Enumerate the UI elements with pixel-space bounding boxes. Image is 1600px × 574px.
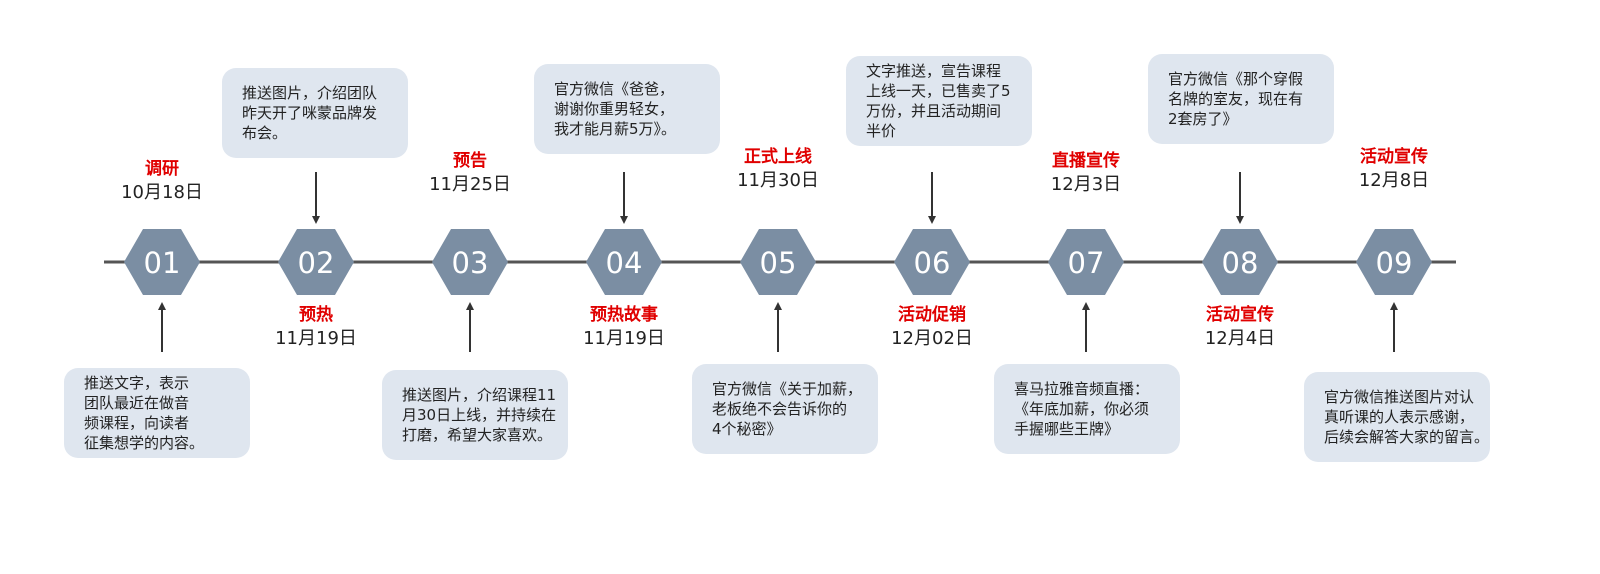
stage-title: 预热 [299,304,333,325]
note-text-line: 手握哪些王牌》 [1014,420,1119,438]
stage-date: 11月30日 [737,170,819,191]
stage-title: 预告 [453,150,487,171]
note-text-line: 文字推送，宣告课程 [866,62,1001,80]
stage-hexagon [1048,229,1124,295]
stage-number: 02 [298,246,335,280]
stage-number: 03 [452,246,489,280]
stage-date: 11月25日 [429,174,511,195]
note-text-line: 推送图片，介绍团队 [242,84,377,102]
note-text-line: 名牌的室友，现在有 [1168,90,1303,108]
stage-hexagon [432,229,508,295]
stage-layer: 01调研10月18日推送文字，表示团队最近在做音频课程，向读者征集想学的内容。0… [64,54,1490,462]
stage-date: 12月3日 [1051,174,1121,195]
note-text-line: 昨天开了咪蒙品牌发 [242,104,377,122]
stage-hexagon [740,229,816,295]
stage-hexagon [894,229,970,295]
note-text-line: 征集想学的内容。 [84,434,204,452]
note-text-line: 官方微信《那个穿假 [1168,70,1303,88]
stage-number: 08 [1222,246,1259,280]
stage-number: 05 [760,246,797,280]
note-text-line: 后续会解答大家的留言。 [1324,428,1489,446]
stage-date: 12月4日 [1205,328,1275,349]
note-box [64,368,250,458]
note-box [222,68,408,158]
timeline-stage: 04 预热故事 11月19日 官方微信《爸爸， 谢谢你重男轻女， 我才能月薪5万》。 [534,64,720,349]
note-text-line: 官方微信《关于加薪， [712,380,862,398]
note-box [994,364,1180,454]
stage-date: 11月19日 [583,328,665,349]
note-text-line: 布会。 [242,124,287,142]
stage-number: 06 [914,246,951,280]
note-text-line: 谢谢你重男轻女， [554,100,674,118]
note-text-line: 推送文字，表示 [84,374,189,392]
stage-title: 调研 [145,159,179,179]
note-text-line: 2套房了》 [1168,110,1238,128]
note-text-line: 官方微信推送图片对认 [1324,388,1474,406]
stage-date: 12月8日 [1359,170,1429,191]
stage-hexagon [278,229,354,295]
stage-date: 10月18日 [121,182,203,203]
stage-title: 活动促销 [898,304,966,325]
stage-number: 07 [1068,246,1105,280]
stage-hexagon [586,229,662,295]
note-text-line: 月30日上线，并持续在 [402,406,556,424]
stage-title: 预热故事 [590,304,658,325]
note-text-line: 《年底加薪，你必须 [1014,400,1149,418]
note-text-line: 半价 [866,122,896,140]
note-box [692,364,878,454]
note-text-line: 4个秘密》 [712,420,782,438]
stage-hexagon [1202,229,1278,295]
note-box [1148,54,1334,144]
note-box [1304,372,1490,462]
stage-hexagon [124,229,200,295]
note-text-line: 老板绝不会告诉你的 [712,400,847,418]
note-box [846,56,1032,146]
stage-title: 直播宣传 [1052,150,1120,171]
note-text-line: 喜马拉雅音频直播： [1014,380,1149,398]
stage-date: 11月19日 [275,328,357,349]
stage-number: 01 [144,246,181,280]
note-text-line: 万份，并且活动期间 [866,102,1001,120]
stage-title: 正式上线 [744,146,812,167]
note-text-line: 打磨，希望大家喜欢。 [402,426,552,444]
stage-title: 活动宣传 [1360,146,1428,167]
stage-title: 活动宣传 [1206,304,1274,325]
note-box [534,64,720,154]
note-text-line: 团队最近在做音 [84,394,189,412]
stage-date: 12月02日 [891,328,973,349]
note-box [382,370,568,460]
note-text-line: 推送图片，介绍课程11 [402,386,556,404]
stage-number: 09 [1376,246,1413,280]
note-text-line: 真听课的人表示感谢， [1324,408,1474,426]
note-text-line: 上线一天，已售卖了5 [866,82,1011,100]
note-text-line: 我才能月薪5万》。 [554,120,676,138]
stage-number: 04 [606,246,643,280]
note-text-line: 频课程，向读者 [84,414,189,432]
stage-hexagon [1356,229,1432,295]
note-text-line: 官方微信《爸爸， [554,80,674,98]
